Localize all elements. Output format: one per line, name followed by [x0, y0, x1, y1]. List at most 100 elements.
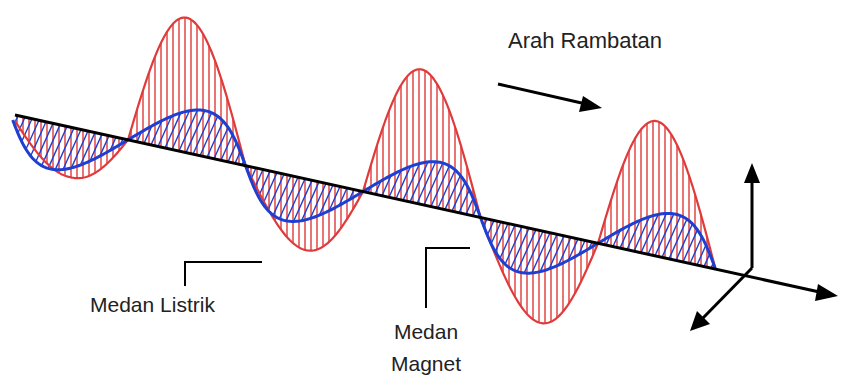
electric-field-hatch-line: [400, 85, 401, 200]
electric-field-hatch-line: [154, 57, 155, 146]
electric-field-hatch-line: [28, 118, 29, 142]
electric-field-hatch-line: [406, 77, 407, 202]
magnetic-field-hatch-line: [410, 162, 428, 202]
magnetic-field-hatch-line: [279, 177, 298, 218]
magnetic-field-hatch-line: [55, 128, 74, 170]
magnetic-field-hatch-line: [676, 224, 692, 261]
electric-field-hatch-line: [586, 241, 587, 269]
magnetic-field-hatch-line: [268, 174, 284, 210]
electric-field-hatch-line: [568, 237, 569, 303]
magnetic-field-hatch-line: [662, 216, 681, 258]
electric-field-hatch-line: [538, 230, 539, 322]
electric-field-hatch-line: [580, 240, 581, 282]
axis-depth-head: [690, 311, 710, 331]
axis-up: [751, 180, 754, 268]
electric-field-hatch-line: [466, 167, 467, 215]
electric-field-hatch-line: [646, 124, 647, 254]
field-label: Medan Listrik: [90, 292, 215, 317]
magnetic-field-hatch-line: [655, 214, 674, 256]
electric-field-hatch-line: [196, 25, 197, 155]
magnetic-field-hatch-line: [417, 162, 436, 204]
magnetic-field-hatch-line: [683, 230, 697, 262]
direction-arrow: [498, 84, 586, 104]
electric-field-wave: [15, 18, 715, 324]
electric-field-hatch-line: [448, 110, 449, 211]
electric-field-hatch-line: [526, 228, 527, 314]
electric-field-hatch-line: [166, 32, 167, 149]
propagation-axis: [15, 115, 824, 293]
magnetic-field-hatch-line: [452, 182, 465, 211]
electric-field-hatch-line: [142, 90, 143, 143]
electric-field-hatch-line: [412, 71, 413, 202]
magnetic-field-hatch-line: [648, 213, 666, 254]
magnetic-field-hatch-line: [207, 121, 223, 157]
electric-field-hatch-line: [94, 133, 95, 173]
magnetic-field-hatch-line: [669, 219, 687, 259]
magnetic-field-hatch-line: [524, 231, 543, 273]
magnetic-field-hatch-line: [193, 113, 212, 154]
electric-field-hatch-line: [190, 20, 191, 154]
electric-field-hatch-line: [652, 121, 653, 255]
magnetic-field-hatch-line: [500, 225, 515, 258]
direction-arrow-head: [579, 96, 602, 112]
magnetic-field-hatch-line: [286, 179, 305, 221]
magnetic-field-hatch-line: [438, 170, 455, 208]
electric-field-hatch-line: [658, 122, 659, 257]
electric-field-hatch-line: [208, 46, 209, 158]
electric-field-hatch-line: [610, 200, 611, 246]
electric-field-hatch-line: [340, 187, 341, 228]
magnetic-field-hatch-line: [31, 122, 46, 156]
electric-field-hatch: [17, 18, 713, 324]
magnetic-field-hatch-line: [487, 220, 494, 235]
electric-field-hatch-line: [160, 43, 161, 147]
magnetic-field-hatch-line: [704, 254, 710, 267]
electric-field-hatch-line: [214, 61, 215, 159]
electric-field-hatch-line: [664, 126, 665, 258]
electric-field-hatch-line: [184, 18, 185, 153]
magnetic-field-hatch-line: [186, 111, 205, 153]
magnetic-field-hatch-line: [466, 198, 473, 214]
magnetic-field-hatch-line: [445, 175, 460, 209]
magnetic-field-hatch-line: [532, 233, 550, 273]
magnetic-field-hatch-line: [63, 130, 81, 170]
leader-line: [426, 248, 470, 308]
magnetic-field-hatch-line: [228, 143, 237, 162]
axis-arrowhead: [815, 284, 838, 301]
magnetic-field-hatch-line: [424, 163, 443, 205]
electric-field-hatch-line: [628, 151, 629, 251]
electric-field-hatch-line: [52, 123, 53, 168]
magnetic-field-hatch-line: [431, 166, 449, 207]
electric-field-hatch-line: [334, 185, 335, 235]
electric-field-hatch-line: [520, 226, 521, 306]
electric-field-hatch-line: [82, 130, 83, 178]
electric-field-hatch-line: [442, 95, 443, 209]
electric-field-hatch-line: [670, 134, 671, 259]
magnetic-field-hatch-line: [273, 176, 291, 215]
magnetic-field-hatch-line: [200, 116, 218, 155]
electric-field-hatch-line: [622, 165, 623, 249]
magnetic-field-hatch-line: [491, 222, 501, 244]
magnetic-field-hatch-line: [48, 126, 67, 168]
electric-field-hatch-line: [460, 146, 461, 213]
electric-field-hatch-line: [202, 34, 203, 156]
electric-field-hatch-line: [502, 222, 503, 272]
electric-field-hatch-line: [388, 111, 389, 197]
magnetic-field-hatch-line: [179, 110, 197, 151]
electric-field-hatch-line: [562, 236, 563, 312]
electric-field-hatch-line: [88, 131, 89, 176]
magnetic-field-hatch-line: [511, 228, 529, 268]
electric-field-hatch-line: [232, 119, 233, 163]
electric-field-hatch-line: [556, 234, 557, 317]
field-label: Medan Magnet: [386, 316, 466, 380]
axis-depth: [702, 268, 752, 319]
magnetic-field-hatch-line: [517, 230, 536, 272]
electric-field-hatch-line: [58, 125, 59, 173]
electric-field-hatch-line: [46, 122, 47, 163]
magnetic-field-hatch-line: [505, 227, 522, 265]
axis-up-head: [744, 163, 760, 183]
direction-label: Arah Rambatan: [508, 28, 662, 54]
electric-field-hatch-line: [436, 84, 437, 208]
electric-field-hatch-line: [346, 188, 347, 219]
magnetic-field-hatch-line: [294, 180, 312, 221]
magnetic-field-hatch-line: [495, 223, 508, 251]
